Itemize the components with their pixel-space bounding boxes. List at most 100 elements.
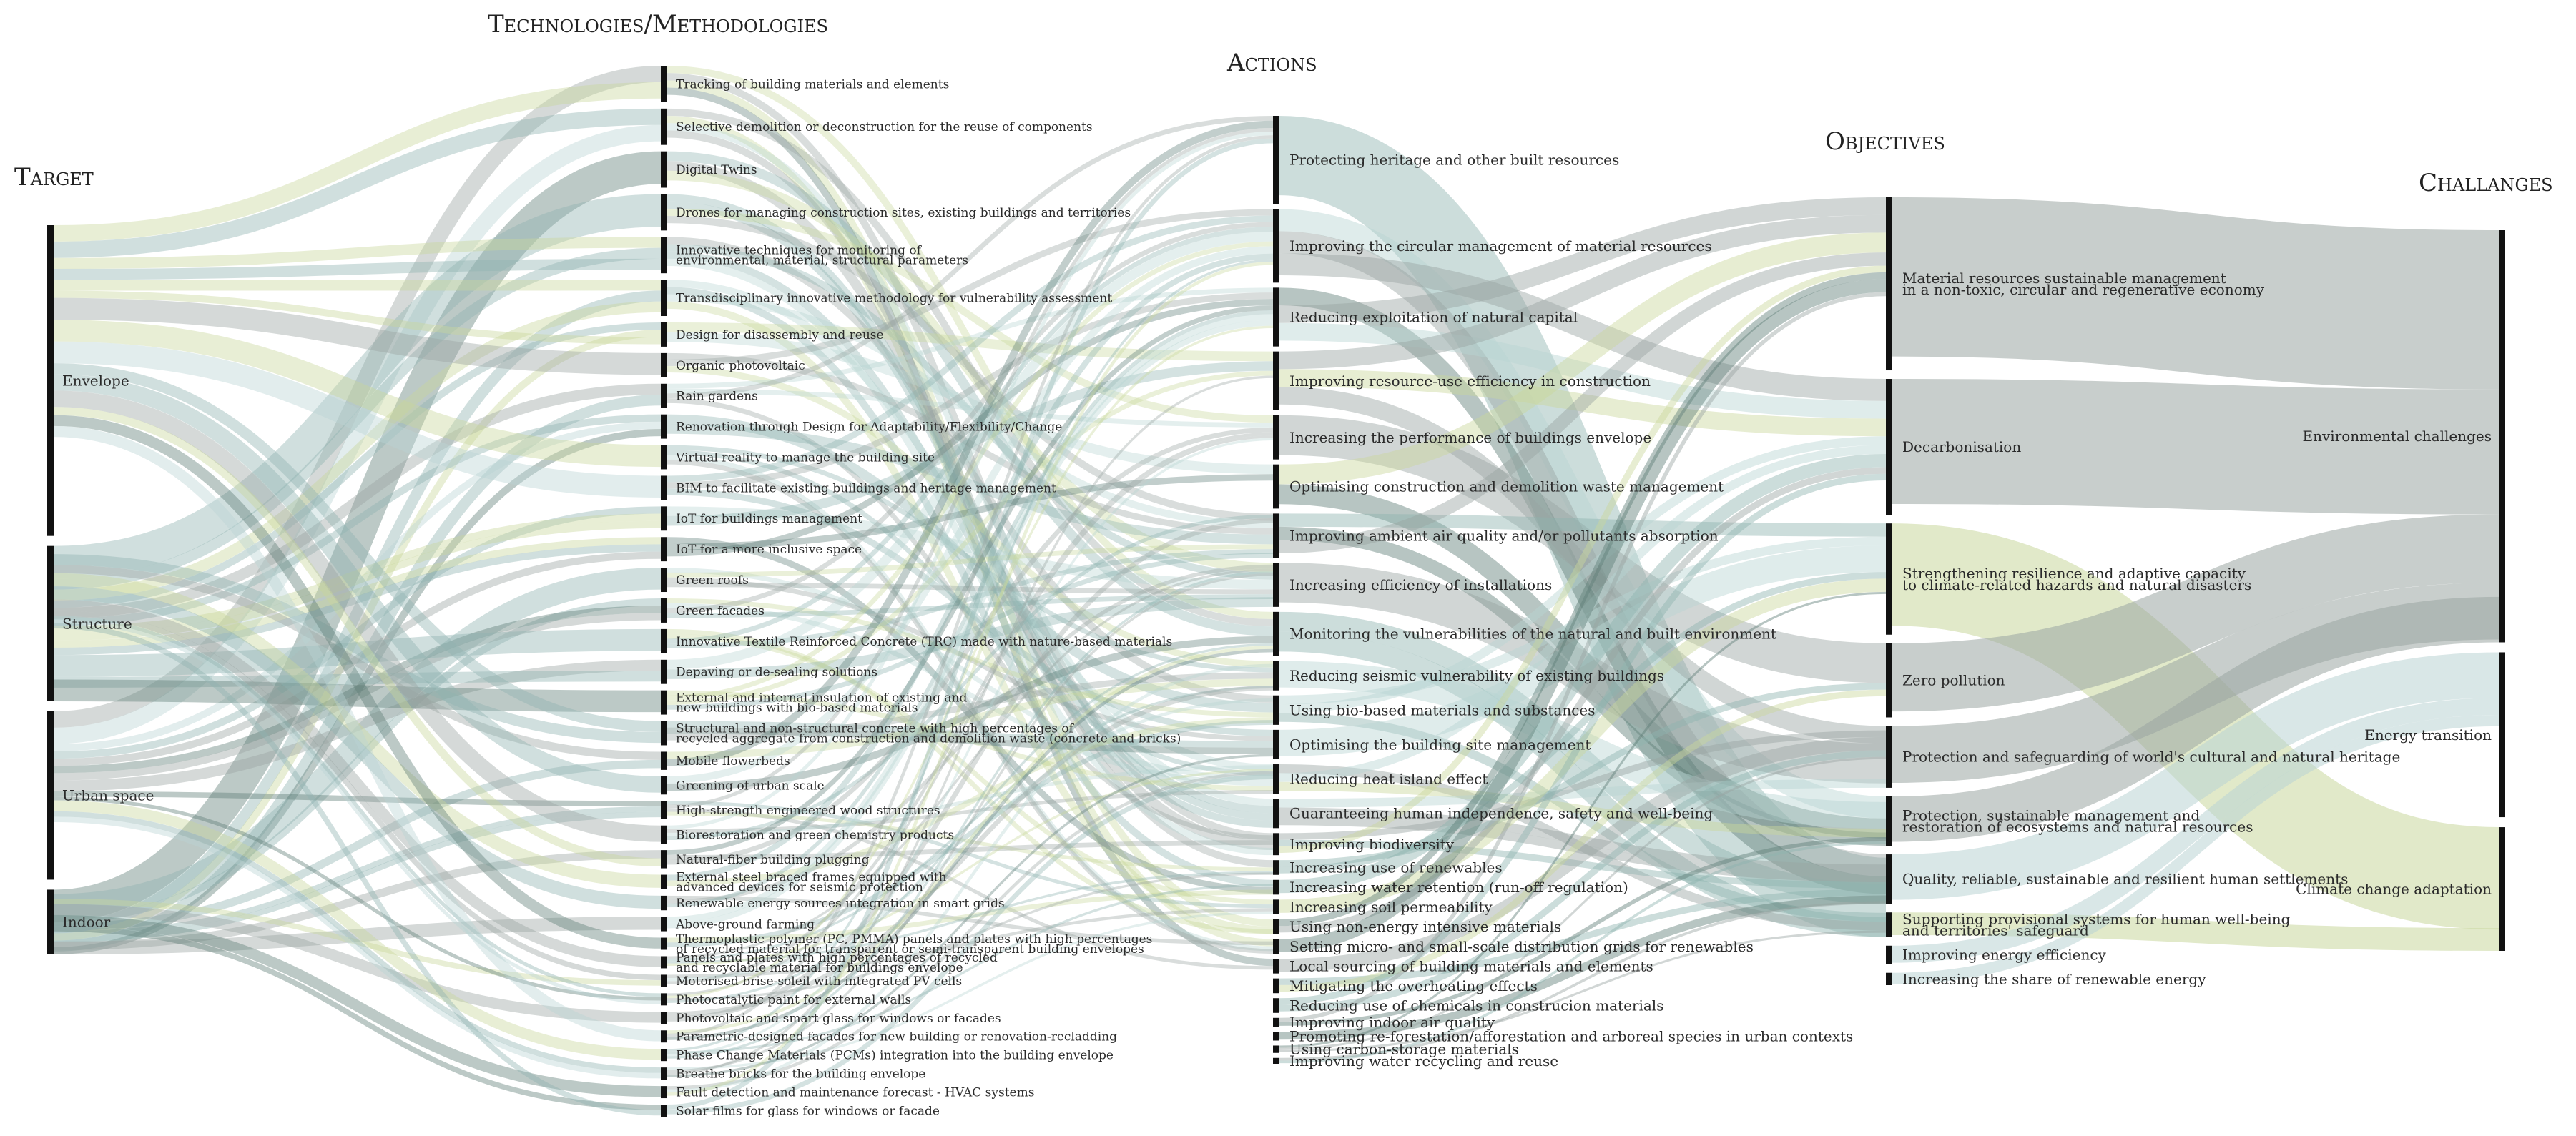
flow-link bbox=[53, 623, 662, 1116]
flow-link bbox=[667, 911, 1274, 1070]
flow-link bbox=[667, 138, 1274, 1110]
flow-link bbox=[667, 445, 1274, 673]
flow-link bbox=[667, 209, 1274, 366]
flow-link bbox=[667, 568, 1274, 959]
actions-node-setting-micro-and-small-scale-distributi bbox=[1273, 939, 1279, 954]
technologies-label-fault-detection-and-maintenance-forecast: Fault detection and maintenance forecast… bbox=[676, 1086, 1034, 1100]
flow-link bbox=[667, 161, 1274, 851]
flow-link bbox=[667, 568, 1274, 781]
flow-link bbox=[667, 151, 1274, 636]
technologies-label-virtual-reality-to-manage-the-building-s: Virtual reality to manage the building s… bbox=[675, 450, 935, 465]
flow-link bbox=[53, 383, 662, 619]
flow-link bbox=[1892, 698, 2499, 963]
flow-link bbox=[53, 544, 662, 656]
flow-link bbox=[667, 292, 1274, 489]
flow-link bbox=[667, 201, 1274, 821]
flow-link bbox=[667, 361, 1274, 526]
flow-link bbox=[667, 194, 1274, 814]
actions-label-increasing-efficiency-of-installations: Increasing efficiency of installations bbox=[1289, 576, 1552, 593]
technologies-node-parametric-designed-facades-for-new-buil bbox=[661, 1030, 667, 1043]
flow-link bbox=[53, 66, 662, 728]
actions-node-improving-ambient-air-quality-and-or-pol bbox=[1273, 513, 1279, 558]
technologies-node-virtual-reality-to-manage-the-building-s bbox=[661, 445, 667, 470]
flow-link bbox=[667, 208, 1274, 423]
flow-link bbox=[1279, 839, 1887, 889]
flow-link bbox=[53, 671, 662, 688]
flow-link bbox=[667, 398, 1274, 841]
challenges-label-environmental-challenges: Environmental challenges bbox=[2303, 428, 2492, 445]
technologies-label-design-for-disassembly-and-reuse: Design for disassembly and reuse bbox=[676, 328, 884, 342]
flow-link bbox=[53, 568, 662, 916]
flow-link bbox=[667, 582, 1274, 595]
technologies-label-structural-and-non-structural-concrete-w: Structural and non-structural concrete w… bbox=[676, 721, 1181, 746]
flow-link bbox=[53, 330, 662, 941]
technologies-node-green-roofs bbox=[661, 568, 667, 593]
actions-node-local-sourcing-of-building-materials-and bbox=[1273, 959, 1279, 974]
flow-link bbox=[53, 320, 662, 468]
flow-link bbox=[667, 414, 1274, 713]
flow-link bbox=[667, 251, 1274, 828]
flow-link bbox=[667, 127, 1274, 809]
technologies-label-iot-for-a-more-inclusive-space: IoT for a more inclusive space bbox=[676, 543, 862, 557]
flow-link bbox=[53, 421, 662, 751]
flow-link bbox=[667, 216, 1274, 521]
technologies-label-drones-for-managing-construction-sites-e: Drones for managing construction sites, … bbox=[676, 206, 1131, 220]
objectives-label-protection-and-safeguarding-of-world-s-c: Protection and safeguarding of world's c… bbox=[1902, 749, 2400, 766]
flow-link bbox=[667, 123, 1274, 806]
flow-link bbox=[1892, 596, 2499, 842]
flow-link bbox=[667, 573, 1274, 1072]
flow-link bbox=[667, 116, 1274, 947]
flow-link bbox=[1279, 730, 1887, 840]
technologies-node-renewable-energy-sources-integration-in- bbox=[661, 895, 667, 911]
flow-link bbox=[53, 537, 662, 648]
flow-link bbox=[667, 370, 1274, 706]
flow-link bbox=[53, 679, 662, 713]
flow-link bbox=[53, 429, 662, 955]
objectives-label-supporting-provisional-systems-for-human: Supporting provisional systems for human… bbox=[1902, 910, 2291, 939]
flow-link bbox=[53, 520, 662, 641]
flow-link bbox=[667, 871, 1274, 964]
technologies-node-high-strength-engineered-wood-structures bbox=[661, 801, 667, 819]
flow-link bbox=[667, 603, 1274, 786]
technologies-node-structural-and-non-structural-concrete-w bbox=[661, 721, 667, 746]
flow-link bbox=[1279, 265, 1887, 854]
flow-link bbox=[667, 325, 1274, 999]
actions-label-improving-water-recycling-and-reuse: Improving water recycling and reuse bbox=[1289, 1052, 1558, 1070]
objectives-label-zero-pollution: Zero pollution bbox=[1902, 672, 2005, 689]
flow-link bbox=[667, 544, 1274, 578]
flow-link bbox=[667, 116, 1274, 399]
flow-link bbox=[667, 305, 1274, 855]
flow-link bbox=[53, 759, 662, 932]
technologies-node-fault-detection-and-maintenance-forecast bbox=[661, 1086, 667, 1099]
flow-link bbox=[1279, 713, 1887, 922]
challenges-label-climate-change-adaptation: Climate change adaptation bbox=[2296, 881, 2492, 898]
actions-node-mitigating-the-overheating-effects bbox=[1273, 978, 1279, 994]
flow-link bbox=[53, 247, 662, 590]
technologies-label-biorestoration-and-green-chemistry-produ: Biorestoration and green chemistry produ… bbox=[676, 828, 954, 842]
technologies-node-biorestoration-and-green-chemistry-produ bbox=[661, 825, 667, 844]
technologies-label-selective-demolition-or-deconstruction-f: Selective demolition or deconstruction f… bbox=[676, 120, 1093, 134]
flow-link bbox=[53, 800, 662, 1060]
flow-link bbox=[53, 506, 662, 759]
flow-link bbox=[53, 194, 662, 579]
challenges-label-energy-transition: Energy transition bbox=[2364, 726, 2492, 744]
flow-link bbox=[53, 816, 662, 1079]
flow-link bbox=[1279, 473, 1887, 1005]
targets-label-urban-space: Urban space bbox=[62, 787, 154, 804]
flow-link bbox=[53, 513, 662, 633]
technologies-label-rain-gardens: Rain gardens bbox=[676, 390, 758, 404]
actions-label-increasing-soil-permeability: Increasing soil permeability bbox=[1289, 899, 1493, 916]
flow-link bbox=[1279, 214, 1887, 370]
flow-link bbox=[53, 290, 662, 934]
objectives-node-decarbonisation bbox=[1886, 379, 1892, 515]
technologies-node-photovoltaic-and-smart-glass-for-windows bbox=[661, 1012, 667, 1024]
flow-link bbox=[53, 301, 662, 601]
flow-link bbox=[53, 290, 662, 345]
technologies-label-breathe-bricks-for-the-building-envelope: Breathe bricks for the building envelope bbox=[676, 1067, 925, 1082]
flow-link bbox=[667, 506, 1274, 590]
targets-node-structure bbox=[47, 545, 54, 701]
targets-label-indoor: Indoor bbox=[62, 914, 111, 931]
flow-link bbox=[1279, 322, 1887, 419]
flow-link bbox=[667, 170, 1274, 573]
